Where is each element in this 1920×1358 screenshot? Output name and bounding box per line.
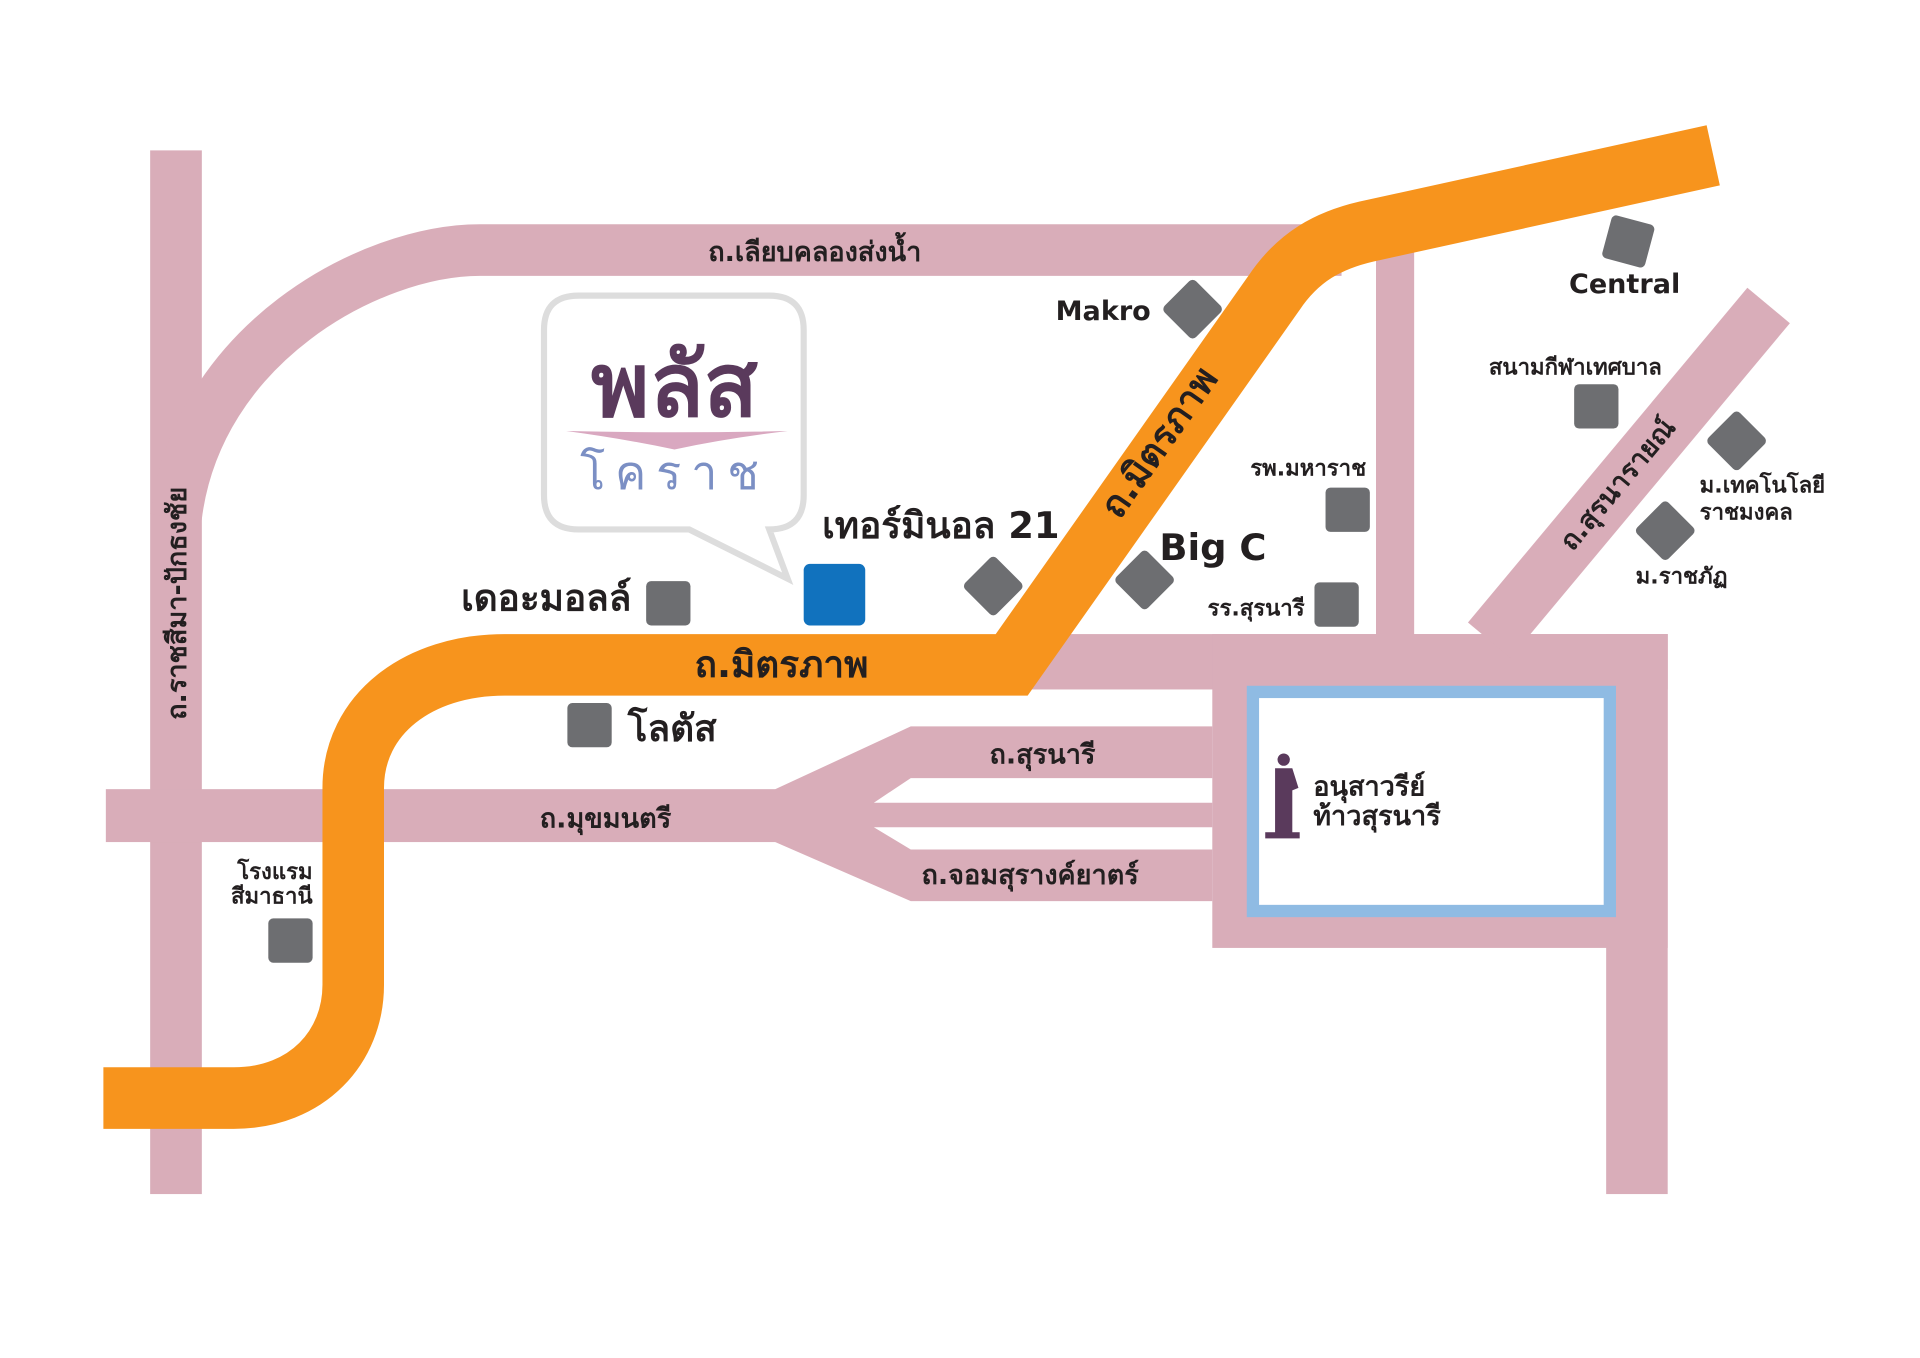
road-suranarai: [1467, 287, 1790, 658]
logo-title: พลัส: [591, 334, 758, 437]
monument-icon: [1265, 753, 1300, 839]
road-label-suranari: ถ.สุรนารี: [989, 739, 1095, 771]
label-rmut-2: ราชมงคล: [1700, 500, 1793, 526]
road-label-mukkhamontri: ถ.มุขมนตรี: [540, 803, 672, 835]
label-rmut-1: ม.เทคโนโลยี: [1700, 472, 1825, 499]
landmark-terminal21-diamond: [963, 556, 1023, 616]
label-lotus: โลตัส: [627, 706, 717, 750]
label-school: รร.สุรนารี: [1208, 596, 1305, 623]
label-bigc: Big C: [1159, 526, 1266, 569]
landmark-mall: [646, 581, 691, 626]
road-label-jomsurang: ถ.จอมสุรางค์ยาตร์: [921, 859, 1139, 892]
road-left-vertical: [150, 150, 202, 1195]
landmark-bigc: [1115, 550, 1174, 610]
landmark-stadium: [1574, 384, 1619, 429]
landmarks: [268, 215, 1766, 963]
landmark-rajabhat: [1635, 501, 1695, 560]
label-terminal21: เทอร์มินอล 21: [822, 504, 1059, 547]
road-top: [150, 224, 1342, 521]
road-label-mittraphap: ถ.มิตรภาพ: [695, 643, 869, 686]
landmark-central: [1602, 215, 1655, 268]
logo-bubble: พลัส โคราช: [540, 292, 807, 585]
label-monument-2: ท้าวสุรนารี: [1313, 801, 1441, 833]
landmark-makro: [1163, 279, 1222, 339]
monument-area: [1246, 685, 1616, 918]
label-mall: เดอะมอลล์: [461, 577, 631, 620]
road-fork: [775, 726, 1213, 902]
label-central: Central: [1569, 269, 1680, 300]
label-makro: Makro: [1056, 296, 1151, 327]
landmark-lotus: [567, 703, 612, 748]
label-hospital: รพ.มหาราช: [1250, 455, 1366, 481]
road-mukkhamontri: [105, 789, 783, 843]
logo-subtitle: โคราช: [580, 446, 769, 501]
road-vertical-right: [1376, 246, 1415, 641]
label-hotel-1: โรงแรม: [236, 858, 312, 885]
road-label-top: ถ.เลียบคลองส่งน้ำ: [708, 231, 921, 268]
label-rajabhat: ม.ราชภัฏ: [1636, 564, 1728, 590]
landmark-hotel: [268, 918, 313, 963]
label-hotel-2: สีมาธานี: [231, 884, 313, 910]
label-monument-1: อนุสาวรีย์: [1313, 770, 1425, 803]
road-label-left: ถ.ราชสีมา-ปักธงชัย: [162, 487, 193, 720]
road-mittraphap: [103, 125, 1720, 1129]
landmark-school: [1314, 582, 1359, 627]
landmark-hospital: [1325, 487, 1370, 532]
terminal21-marker[interactable]: [803, 563, 866, 626]
label-stadium: สนามกีฬาเทศบาล: [1489, 354, 1662, 380]
landmark-rmut: [1707, 411, 1766, 471]
